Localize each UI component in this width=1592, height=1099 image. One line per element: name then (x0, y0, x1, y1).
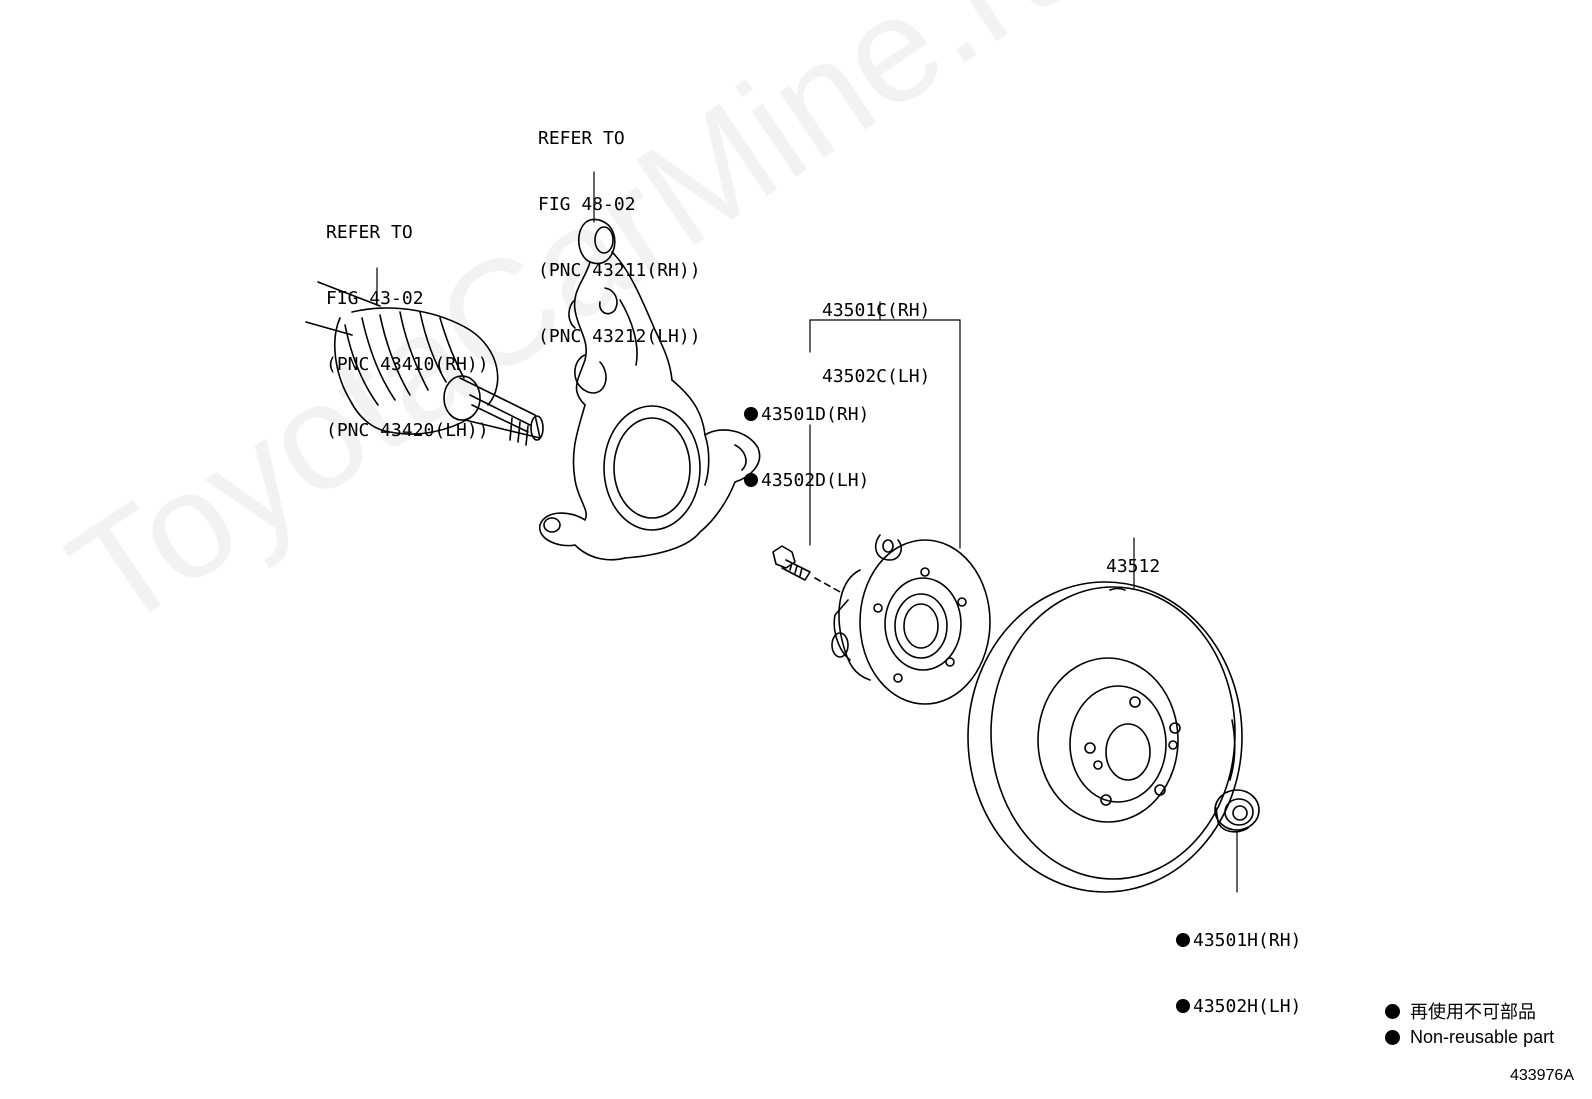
callout-knuckle-line: FIG 48-02 (538, 194, 636, 215)
non-reusable-dot-icon (1385, 1029, 1400, 1045)
non-reusable-dot-icon (1176, 999, 1190, 1013)
figure-number: 433976A (1509, 1067, 1574, 1084)
callout-driveshaft-line: (PNC 43410(RH)) (326, 354, 489, 375)
non-reusable-dot-icon (1385, 1003, 1400, 1019)
hub-nut (1214, 789, 1260, 833)
callout-nut: 43501H(RH) 43502H(LH) (1176, 886, 1301, 1040)
steering-knuckle (539, 218, 761, 561)
legend-en: Non-reusable part (1410, 1026, 1555, 1047)
callout-hub-bolt-line: 43502D(LH) (761, 470, 870, 491)
callout-knuckle-line: (PNC 43211(RH)) (538, 260, 701, 281)
legend-jp: 再使用不可部品 (1410, 1002, 1536, 1022)
drive-shaft (305, 281, 544, 446)
callout-knuckle-line: (PNC 43212(LH)) (538, 326, 701, 347)
non-reusable-dot-icon (744, 407, 758, 421)
callout-hub-bolt: 43501D(RH) 43502D(LH) (744, 360, 869, 514)
legend: 再使用不可部品 Non-reusable part (1385, 998, 1554, 1050)
hub-bearing-assembly (831, 534, 991, 705)
callout-disc-line: 43512 (1106, 556, 1161, 577)
non-reusable-dot-icon (744, 473, 758, 487)
callout-hub-assembly-line: 43502C(LH) (822, 366, 931, 387)
callout-knuckle: REFER TO FIG 48-02 (PNC 43211(RH)) (PNC … (538, 84, 701, 370)
non-reusable-dot-icon (1176, 933, 1190, 947)
callout-driveshaft: REFER TO FIG 43-02 (PNC 43410(RH)) (PNC … (326, 178, 489, 464)
brake-disc (967, 581, 1243, 893)
callout-driveshaft-line: REFER TO (326, 222, 413, 243)
callout-nut-line: 43502H(LH) (1193, 996, 1302, 1017)
callout-knuckle-line: REFER TO (538, 128, 625, 149)
callout-hub-bolt-line: 43501D(RH) (761, 404, 870, 425)
callout-hub-assembly-line: 43501C(RH) (822, 300, 931, 321)
callout-driveshaft-line: FIG 43-02 (326, 288, 424, 309)
callout-driveshaft-line: (PNC 43420(LH)) (326, 420, 489, 441)
leader-lines (376, 171, 1238, 893)
hub-bolt (772, 545, 843, 594)
callout-disc: 43512 (1106, 512, 1160, 600)
callout-nut-line: 43501H(RH) (1193, 930, 1302, 951)
callout-hub-assembly: 43501C(RH) 43502C(LH) (822, 256, 930, 410)
